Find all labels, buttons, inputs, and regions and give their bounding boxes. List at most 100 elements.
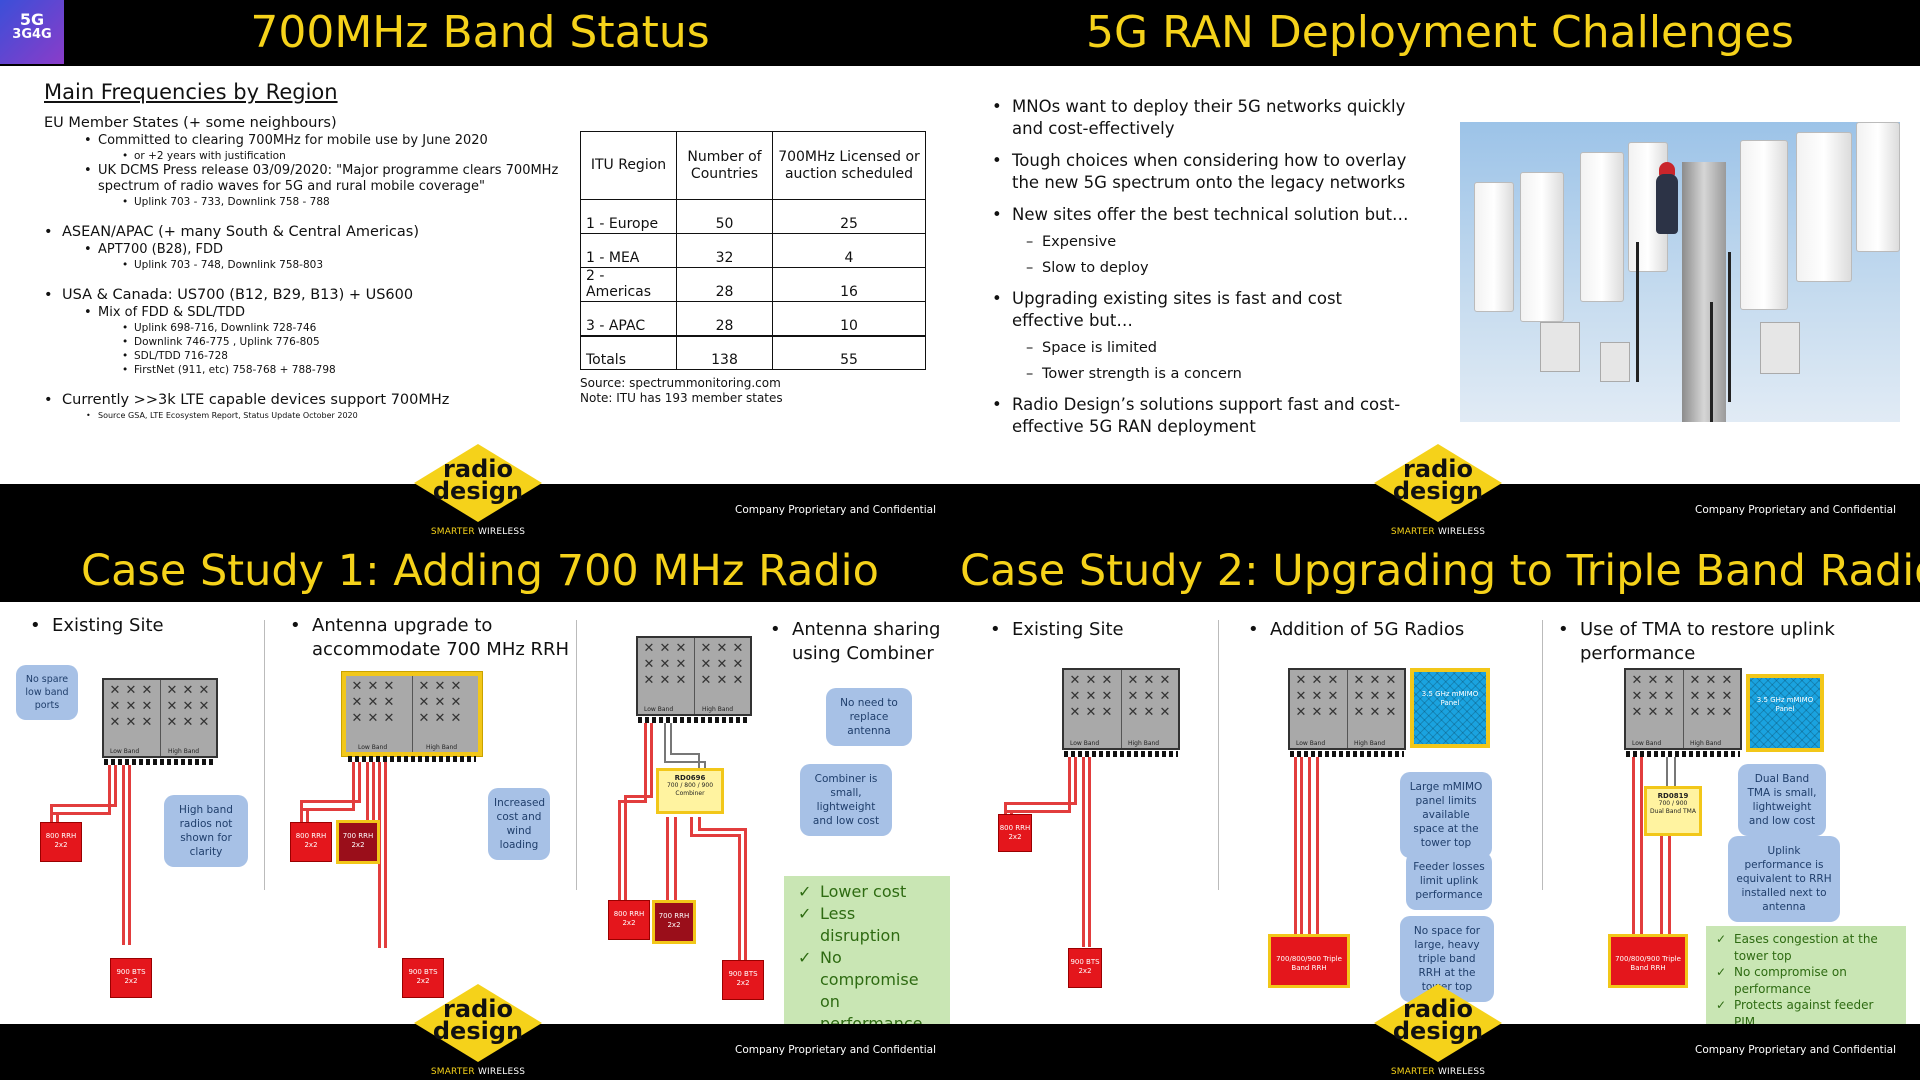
list-item: Mix of FDD & SDL/TDD	[44, 305, 564, 321]
region-group: USA & Canada: US700 (B12, B29, B13) + US…	[44, 286, 564, 377]
table-cell: 50	[676, 199, 773, 234]
slide-case-study-1: Case Study 1: Adding 700 MHz Radio •Exis…	[0, 540, 960, 1080]
list-item: EU Member States (+ some neighbours)	[44, 115, 337, 131]
column-header: Number of Countries	[676, 131, 773, 200]
callout-no-spare-ports: No spare low band ports	[16, 665, 78, 720]
table-cell: 1 - Europe	[580, 199, 677, 234]
column-heading: •Addition of 5G Radios	[1248, 619, 1465, 640]
callout-combiner-small: Combiner is small, lightweight and low c…	[800, 764, 892, 836]
list-item: Committed to clearing 700MHz for mobile …	[44, 133, 564, 149]
sub-bullet-item: Tower strength is a concern	[990, 364, 1410, 384]
radio-design-logo: radio design SMARTER WIRELESS	[408, 984, 548, 1080]
table-cell: 10	[772, 301, 926, 336]
antenna-panel: ✕✕✕✕✕✕✕✕✕ ✕✕✕✕✕✕✕✕✕ Low Band High Band	[102, 678, 218, 758]
list-item: UK DCMS Press release 03/09/2020: "Major…	[44, 163, 564, 195]
column-heading: •Antenna sharing using Combiner	[770, 619, 941, 664]
confidential-notice: Company Proprietary and Confidential	[734, 504, 936, 516]
antenna-panel: ✕✕✕✕✕✕✕✕✕ ✕✕✕✕✕✕✕✕✕ Low Band High Band	[1288, 668, 1406, 750]
rrh-800: 800 RRH 2x2	[40, 822, 82, 862]
column-heading: •Antenna upgrade to accommodate 700 MHz …	[290, 615, 570, 660]
table-cell: 1 - MEA	[580, 233, 677, 268]
rrh-700: 700 RRH 2x2	[336, 820, 380, 864]
triple-band-rrh: 700/800/900 Triple Band RRH	[1268, 934, 1350, 988]
table-cell: 16	[772, 267, 926, 302]
callout-feeder-losses: Feeder losses limit uplink performance	[1406, 852, 1492, 910]
benefits-box: Lower costLess disruptionNo compromise o…	[784, 876, 950, 1040]
column-header: ITU Region	[580, 131, 677, 200]
bts-900: 900 BTS 2x2	[402, 958, 444, 998]
frequency-list: EU Member States (+ some neighbours) Comm…	[44, 114, 564, 436]
list-item: FirstNet (911, etc) 758-768 + 788-798	[44, 363, 564, 377]
triple-band-rrh: 700/800/900 Triple Band RRH	[1608, 934, 1688, 988]
antenna-panel-upgraded: ✕✕✕✕✕✕✕✕✕ ✕✕✕✕✕✕✕✕✕ Low Band High Band	[342, 672, 482, 756]
rrh-800: 800 RRH 2x2	[998, 814, 1032, 852]
table-cell: 28	[676, 267, 773, 302]
slide-title: Case Study 2: Upgrading to Triple Band R…	[960, 540, 1920, 602]
bullet-item: MNOs want to deploy their 5G networks qu…	[990, 96, 1410, 140]
list-item: Source GSA, LTE Ecosystem Report, Status…	[44, 410, 564, 422]
rrh-700: 700 RRH 2x2	[652, 900, 696, 944]
region-group: ASEAN/APAC (+ many South & Central Ameri…	[44, 223, 564, 272]
antenna-panel: ✕✕✕✕✕✕✕✕✕ ✕✕✕✕✕✕✕✕✕ Low Band High Band	[1062, 668, 1180, 750]
slide-title: 700MHz Band Status	[0, 0, 960, 66]
region-group: EU Member States (+ some neighbours) Comm…	[44, 114, 564, 209]
table-cell: 28	[676, 301, 773, 336]
bullet-item: Upgrading existing sites is fast and cos…	[990, 288, 1410, 332]
list-item: USA & Canada: US700 (B12, B29, B13) + US…	[44, 286, 564, 305]
confidential-notice: Company Proprietary and Confidential	[1694, 1044, 1896, 1056]
channel-logo: 5G 3G4G	[0, 0, 64, 64]
slide-title: 5G RAN Deployment Challenges	[960, 0, 1920, 66]
list-item: Currently >>3k LTE capable devices suppo…	[44, 391, 564, 410]
benefit-item: No compromise on performance	[798, 947, 936, 1035]
antenna-panel: ✕✕✕✕✕✕✕✕✕ ✕✕✕✕✕✕✕✕✕ Low Band High Band	[1624, 668, 1742, 750]
benefit-item: Less disruption	[798, 903, 936, 947]
radio-design-logo: radio design SMARTER WIRELESS	[1368, 984, 1508, 1080]
benefit-item: Eases congestion at the tower top	[1716, 931, 1896, 964]
table-source: Source: spectrummonitoring.com Note: ITU…	[580, 376, 783, 405]
rd0819-tma: RD0819 700 / 900 Dual Band TMA	[1644, 786, 1702, 836]
sub-bullet-item: Slow to deploy	[990, 258, 1410, 278]
mmimo-panel: 3.5 GHz mMIMO Panel	[1410, 668, 1490, 748]
slide-700mhz-band-status: 700MHz Band Status Main Frequencies by R…	[0, 0, 960, 540]
slide-footer: radio design SMARTER WIRELESS Company Pr…	[0, 444, 960, 540]
list-item: ASEAN/APAC (+ many South & Central Ameri…	[44, 223, 564, 242]
rd0696-combiner: RD0696 700 / 800 / 900 Combiner	[656, 768, 724, 814]
section-heading: Main Frequencies by Region	[44, 80, 338, 104]
column-heading: •Existing Site	[30, 615, 164, 636]
table-cell: 55	[772, 334, 926, 370]
column-heading: •Existing Site	[990, 619, 1124, 640]
list-item: APT700 (B28), FDD	[44, 242, 564, 258]
mmimo-panel: 3.5 GHz mMIMO Panel	[1746, 674, 1824, 752]
itu-region-table: ITU Region Number of Countries 700MHz Li…	[580, 131, 926, 370]
list-item: Uplink 698-716, Downlink 728-746	[44, 321, 564, 335]
region-group: Currently >>3k LTE capable devices suppo…	[44, 391, 564, 422]
callout-dual-tma: Dual Band TMA is small, lightweight and …	[1738, 764, 1826, 836]
radio-design-logo: radio design SMARTER WIRELESS	[408, 444, 548, 540]
bts-900: 900 BTS 2x2	[1068, 948, 1102, 988]
callout-no-space: No space for large, heavy triple band RR…	[1400, 916, 1494, 1002]
table-header-row: ITU Region Number of Countries 700MHz Li…	[580, 131, 926, 200]
list-item: or +2 years with justification	[44, 149, 564, 163]
sub-bullet-item: Expensive	[990, 232, 1410, 252]
rrh-800: 800 RRH 2x2	[290, 822, 332, 862]
confidential-notice: Company Proprietary and Confidential	[734, 1044, 936, 1056]
table-cell: 4	[772, 233, 926, 268]
challenge-list: MNOs want to deploy their 5G networks qu…	[990, 96, 1410, 448]
radio-design-logo: radio design SMARTER WIRELESS	[1368, 444, 1508, 540]
callout-uplink-equivalent: Uplink performance is equivalent to RRH …	[1728, 836, 1840, 922]
list-item: SDL/TDD 716-728	[44, 349, 564, 363]
table-cell: 32	[676, 233, 773, 268]
slide-5g-ran-challenges: 5G RAN Deployment Challenges MNOs want t…	[960, 0, 1920, 540]
slide-footer: radio design SMARTER WIRELESS Company Pr…	[960, 444, 1920, 540]
bullet-item: Tough choices when considering how to ov…	[990, 150, 1410, 194]
list-item: Downlink 746-775 , Uplink 776-805	[44, 335, 564, 349]
confidential-notice: Company Proprietary and Confidential	[1694, 504, 1896, 516]
benefit-item: Lower cost	[798, 881, 936, 903]
list-item: Uplink 703 - 733, Downlink 758 - 788	[44, 195, 564, 209]
column-header: 700MHz Licensed or auction scheduled	[772, 131, 926, 200]
